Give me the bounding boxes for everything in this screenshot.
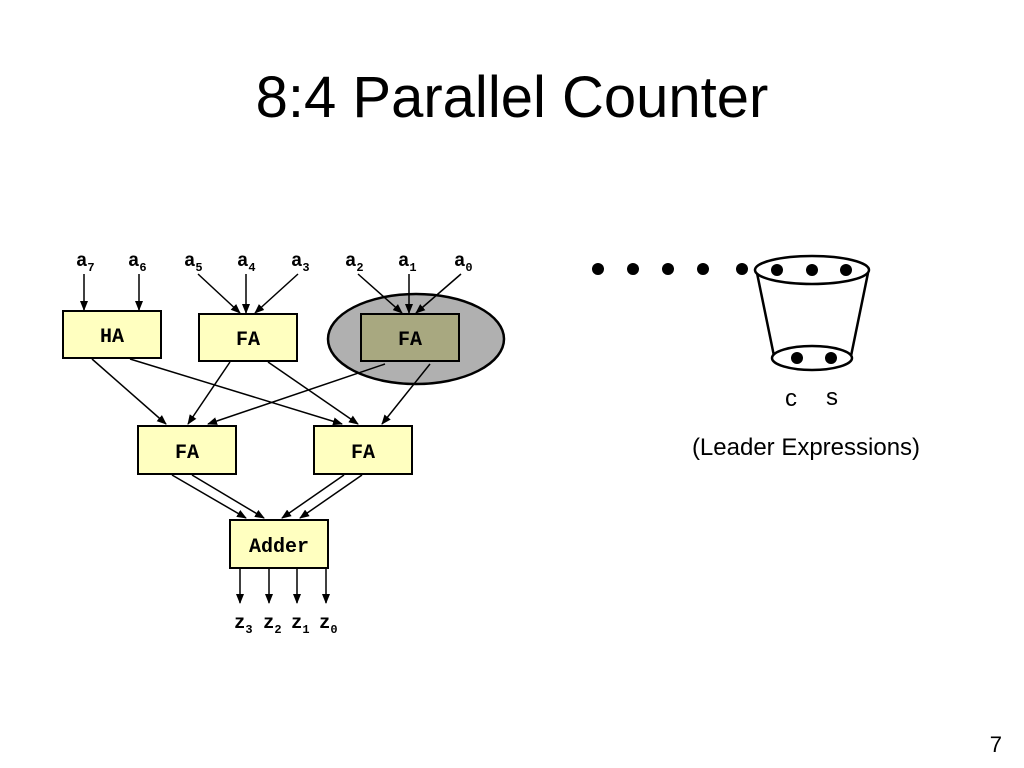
dot bbox=[771, 264, 783, 276]
dot bbox=[627, 263, 639, 275]
leader-expressions-caption: (Leader Expressions) bbox=[692, 434, 920, 461]
fa-mid-left-label: FA bbox=[175, 442, 199, 465]
wire-fa-famid2 bbox=[267, 361, 359, 425]
wire-ha-famid2 bbox=[129, 358, 343, 426]
input-label-a3: a3 bbox=[291, 250, 310, 275]
bucket-bottom-ellipse bbox=[770, 344, 854, 372]
dot bbox=[791, 352, 803, 364]
page-number: 7 bbox=[989, 732, 1002, 757]
input-label-a1: a1 bbox=[398, 250, 417, 275]
adder-wires bbox=[171, 474, 363, 519]
output-label-z2: z2 bbox=[263, 612, 282, 637]
wire-fa-famid1 bbox=[187, 361, 231, 425]
output-labels: z3 z2 z1 z0 bbox=[234, 612, 338, 637]
input-wires bbox=[80, 273, 462, 314]
dot bbox=[806, 264, 818, 276]
dot bbox=[697, 263, 709, 275]
dot bbox=[736, 263, 748, 275]
fa-left-label: FA bbox=[236, 329, 260, 352]
dot bbox=[662, 263, 674, 275]
wire-a5-fa bbox=[197, 273, 241, 314]
wire-a2-fa bbox=[357, 273, 403, 314]
wire-fahl-famid2 bbox=[381, 363, 431, 425]
output-wires bbox=[236, 569, 330, 604]
input-label-a6: a6 bbox=[128, 250, 147, 275]
adder-block: Adder bbox=[229, 519, 329, 569]
input-label-a5: a5 bbox=[184, 250, 203, 275]
bucket-icon bbox=[753, 254, 871, 372]
middle-wires bbox=[91, 358, 431, 426]
input-dots bbox=[592, 263, 748, 275]
fa-right-label: FA bbox=[398, 329, 422, 352]
sum-label: s bbox=[826, 384, 838, 411]
input-label-a2: a2 bbox=[345, 250, 364, 275]
input-labels: a7 a6 a5 a4 a3 a2 a1 a0 bbox=[76, 250, 473, 275]
dot bbox=[840, 264, 852, 276]
wire-famidr-adder1 bbox=[281, 474, 345, 519]
output-label-z1: z1 bbox=[291, 612, 310, 637]
input-label-a0: a0 bbox=[454, 250, 473, 275]
input-label-a4: a4 bbox=[237, 250, 256, 275]
wire-famidr-adder2 bbox=[299, 474, 363, 519]
wire-ha-famid1 bbox=[91, 358, 167, 425]
fa-block-right-highlighted: FA bbox=[360, 313, 460, 362]
input-label-a7: a7 bbox=[76, 250, 95, 275]
dot bbox=[825, 352, 837, 364]
slide-title: 8:4 Parallel Counter bbox=[255, 65, 769, 130]
wire-famidl-adder1 bbox=[171, 474, 247, 519]
ha-label: HA bbox=[100, 326, 124, 349]
wire-famidl-adder2 bbox=[191, 474, 265, 519]
adder-label: Adder bbox=[249, 536, 309, 559]
dot bbox=[592, 263, 604, 275]
wire-a3-fa bbox=[254, 273, 299, 314]
carry-label: c bbox=[785, 385, 797, 412]
wire-fahl-famid1 bbox=[207, 363, 386, 425]
fa-block-mid-left: FA bbox=[137, 425, 237, 475]
fa-block-mid-right: FA bbox=[313, 425, 413, 475]
wire-a0-fa bbox=[415, 273, 462, 314]
fa-mid-right-label: FA bbox=[351, 442, 375, 465]
ha-block: HA bbox=[62, 310, 162, 359]
output-label-z3: z3 bbox=[234, 612, 253, 637]
fa-block-left: FA bbox=[198, 313, 298, 362]
output-label-z0: z0 bbox=[319, 612, 338, 637]
